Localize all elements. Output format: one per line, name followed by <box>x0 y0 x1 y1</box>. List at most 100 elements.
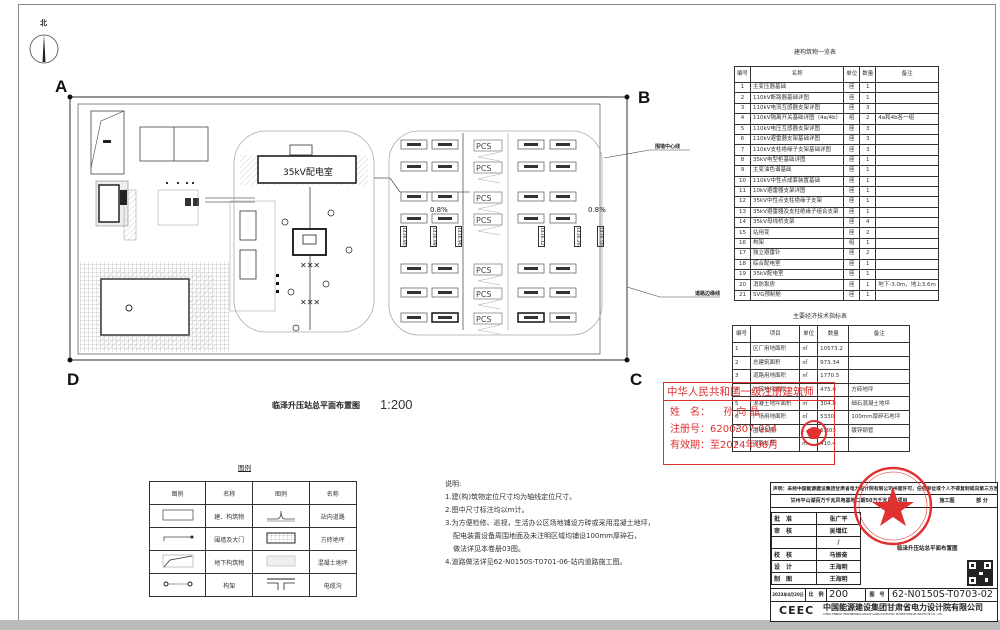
table-cell: 110kV中性点成套装置基础 <box>750 175 845 187</box>
table-cell: 110kV断路器基础详图 <box>750 92 845 104</box>
building-symbol-icon <box>162 509 193 521</box>
table-cell: 8 <box>731 437 752 452</box>
table-cell <box>848 437 910 452</box>
table-cell: 独立避雷针 <box>750 248 845 260</box>
table-cell <box>875 154 939 167</box>
stamp-valid: 至2024年06月 <box>710 440 779 451</box>
table-cell <box>875 248 939 260</box>
table-cell <box>875 258 939 271</box>
table-cell: 组 <box>843 113 861 125</box>
table-cell: 7 <box>731 423 752 439</box>
table-cell: 座 <box>843 248 861 260</box>
cable-trench-symbol-icon <box>267 578 295 590</box>
table-cell: 3 <box>733 102 752 115</box>
stamp-emblem-icon <box>801 420 827 446</box>
part-label: 部 分 <box>976 498 988 504</box>
table-header: 单位 <box>799 325 819 343</box>
table-cell: 5 <box>733 123 752 135</box>
table-cell: 1 <box>859 165 877 177</box>
table-cell: 座 <box>843 154 861 167</box>
note-item: 4.道路做法详见62-N0150S-T0701-06-站内道路施工图。 <box>445 558 627 566</box>
building-fire-pump-room <box>90 110 125 175</box>
note-item: 3.为方便检修、巡视，生活办公区场地铺设方砖或采用混凝土地坪， <box>445 519 655 527</box>
table-cell: 35kV配电室 <box>750 269 845 281</box>
legend-item: 方砖地坪 <box>308 527 358 551</box>
table-cell: 座 <box>843 185 861 198</box>
legend-item: 构架 <box>205 573 254 597</box>
role-label: 审 核 <box>771 524 817 537</box>
table-cell: 座 <box>843 289 861 302</box>
table-cell: 3 <box>859 133 877 146</box>
table-cell: 细石混凝土地坪 <box>848 396 910 411</box>
table-cell: 1 <box>859 175 877 187</box>
substation-yard <box>233 130 375 333</box>
table-header: 单位 <box>843 66 861 83</box>
svg-text:✕✕✕: ✕✕✕ <box>300 261 320 270</box>
table-cell: 35kV母线桥支架 <box>750 217 845 229</box>
table-cell: 2 <box>859 113 877 125</box>
tech-index-title: 主要经济技术指标表 <box>792 313 847 320</box>
company-name-en: CHINA ENERGY ENGINEERING GROUP GANSU ELE… <box>823 613 944 616</box>
frame-symbol-icon <box>163 581 193 587</box>
dim-label: 1436.98 <box>430 226 437 247</box>
pcs-unit <box>473 287 503 300</box>
dim-label: 1436.80 <box>400 226 407 247</box>
legend-item: 地下构筑物 <box>205 550 254 574</box>
main-transformer <box>292 228 327 256</box>
table-cell: 座 <box>843 102 861 115</box>
legend-table: 图例 名称 图例 名称 建、构筑物 站内道路 围墙及大门 方砖地坪 地下构筑物 … <box>148 481 358 597</box>
stamp-title: 中华人民共和国一级注册建筑师 <box>664 383 834 401</box>
table-cell: 410.4 <box>817 437 850 452</box>
role-label: 批 准 <box>771 512 817 525</box>
pcs-label: PCS <box>476 315 492 324</box>
role-label: 设 计 <box>771 560 817 573</box>
dim-label: 1436.12 <box>538 226 545 247</box>
table-cell: 1 <box>731 342 752 357</box>
table-cell: 6 <box>733 133 752 146</box>
table-cell: 座 <box>843 133 861 146</box>
scale-value: 200 <box>827 589 866 601</box>
notes-section: 说明: 1.建(构)筑物定位尺寸均为轴线定位尺寸。 2.图中尺寸标注均以m计。 … <box>445 478 655 569</box>
callout-road-edge: 道路边缘线 <box>695 291 721 297</box>
table-cell: 14 <box>733 217 752 229</box>
table-cell: 组 <box>843 237 861 250</box>
note-item: 配电装置设备周围地面及未注明区域均铺设100mm厚碎石， <box>453 532 641 540</box>
notes-title: 说明: <box>445 480 462 488</box>
table-cell <box>848 369 910 384</box>
dim-label: 1436.50 <box>597 226 604 247</box>
table-header: 项目 <box>750 325 801 343</box>
pcs-unit <box>473 312 503 325</box>
label-35kv-room: 35kV配电室 <box>283 168 333 178</box>
table-cell: 座 <box>843 227 861 239</box>
date: 2023年4月20日 <box>771 589 806 601</box>
brick-paving-symbol-icon <box>266 532 296 544</box>
table-cell <box>875 289 939 302</box>
table-cell: 区厂用地面积 <box>750 342 801 357</box>
building-svg-cabin <box>98 184 120 223</box>
table-cell: 20 <box>733 279 752 291</box>
table-header: 数量 <box>859 66 877 83</box>
table-cell: 4a和4b各一组 <box>875 113 939 125</box>
table-cell: 座 <box>843 258 861 271</box>
table-cell: 18 <box>733 258 752 271</box>
pcs-label: PCS <box>476 266 492 275</box>
table-cell <box>848 342 910 357</box>
table-cell: 4 <box>733 113 752 125</box>
table-cell: 19 <box>733 269 752 281</box>
pcs-label: PCS <box>476 194 492 203</box>
table-cell: 16 <box>733 237 752 250</box>
stamp-reg-label: 注册号： <box>670 424 710 435</box>
company-logo: CEEC <box>779 604 815 617</box>
pcs-label: PCS <box>476 164 492 173</box>
table-cell: 座 <box>843 175 861 187</box>
table-cell: 1 <box>859 269 877 281</box>
